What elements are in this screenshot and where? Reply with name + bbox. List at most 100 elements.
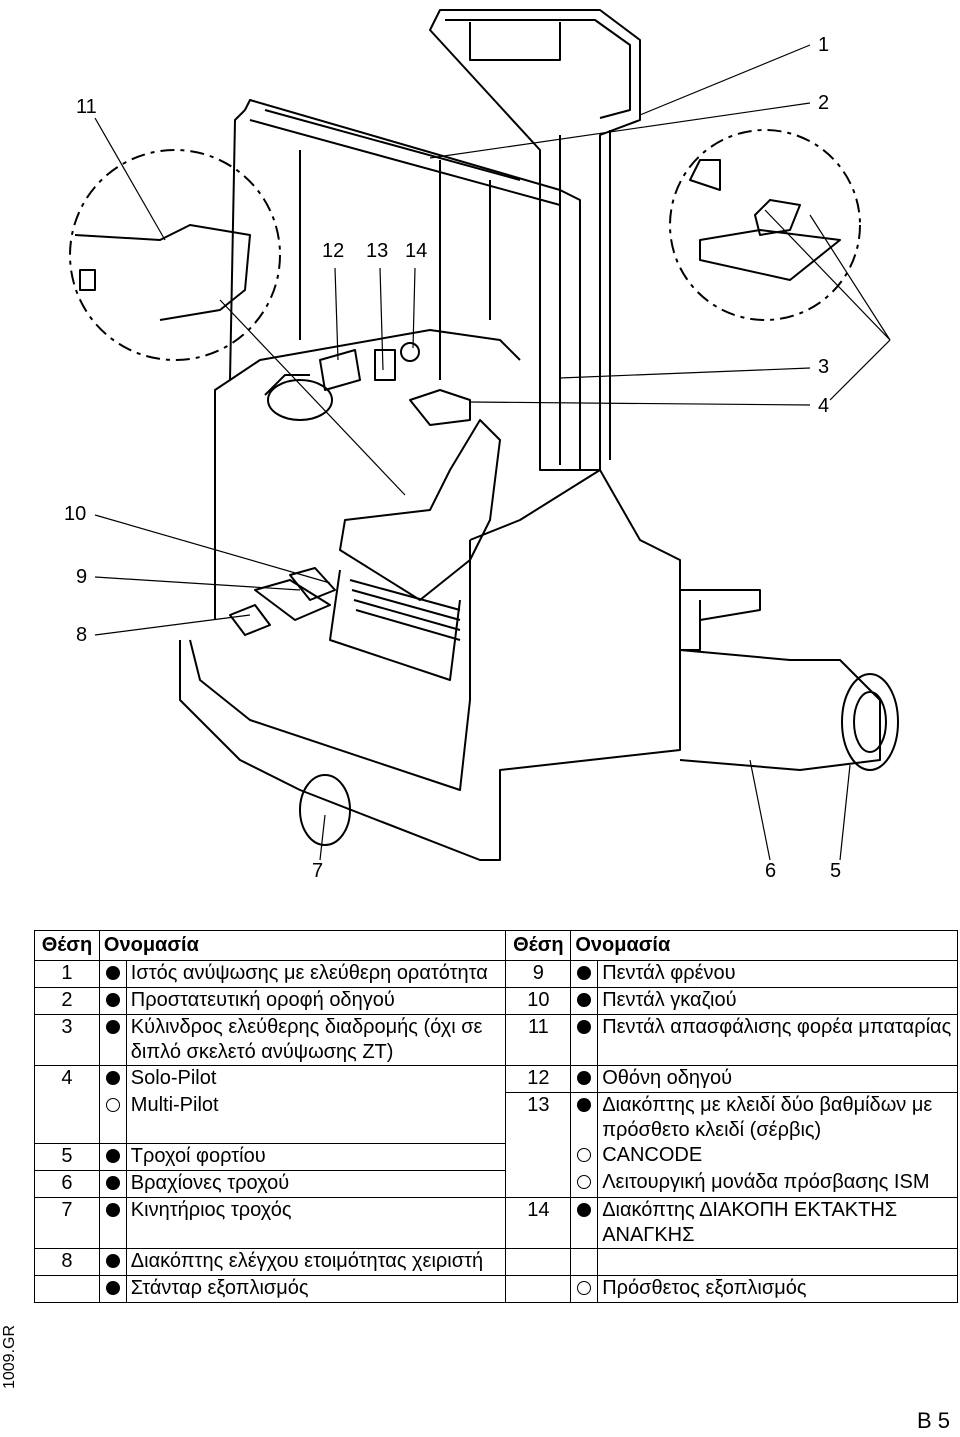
marker-cell <box>570 1092 599 1143</box>
marker-cell <box>98 960 127 988</box>
callout-4: 4 <box>818 395 830 417</box>
position-cell: 12 <box>505 1065 572 1093</box>
position-cell: 1 <box>34 960 100 988</box>
position-cell: 10 <box>505 987 572 1015</box>
marker-cell <box>570 1197 599 1249</box>
filled-circle-icon <box>105 1202 120 1217</box>
position-cell <box>505 1275 572 1303</box>
filled-circle-icon <box>577 1020 592 1034</box>
filled-circle-icon <box>105 1020 120 1034</box>
callout-14: 14 <box>405 240 428 262</box>
table-row: Στάνταρ εξοπλισμός Πρόσθετος εξοπλισμός <box>34 1275 958 1303</box>
name-cell: Πεντάλ φρένου <box>597 960 958 988</box>
name-cell: Πεντάλ γκαζιού <box>597 987 958 1015</box>
marker-cell <box>570 1248 599 1276</box>
position-cell: 13 <box>505 1092 572 1143</box>
marker-cell <box>98 1170 127 1198</box>
table-row: 3 Κύλινδρος ελεύθερης διαδρομής (όχι σε δ… <box>34 1014 958 1066</box>
position-cell: 4 <box>34 1065 100 1093</box>
filled-circle-icon <box>105 1148 120 1163</box>
callout-7: 7 <box>312 860 324 882</box>
hollow-circle-icon <box>577 1280 592 1295</box>
filled-circle-icon <box>577 1098 592 1112</box>
filled-circle-icon <box>105 1253 120 1268</box>
position-cell <box>34 1092 100 1144</box>
filled-circle-icon <box>105 993 120 1007</box>
position-cell: 11 <box>505 1014 572 1066</box>
name-cell: Πεντάλ απασφάλισης φορέα μπαταρίας <box>597 1014 958 1066</box>
hollow-circle-icon <box>105 1097 120 1112</box>
callout-8: 8 <box>76 624 88 646</box>
name-cell: Διακόπτης ΔΙΑΚΟΠΗ ΕΚΤΑΚΤΗΣ ΑΝΑΓΚΗΣ <box>597 1197 958 1249</box>
name-cell: Κύλινδρος ελεύθερης διαδρομής (όχι σε δι… <box>125 1014 507 1066</box>
position-cell: 14 <box>505 1197 572 1249</box>
name-cell: Οθόνη οδηγού <box>597 1065 958 1093</box>
page-number: B 5 <box>916 1408 950 1433</box>
name-cell: Κινητήριος τροχός <box>125 1197 507 1249</box>
marker-cell <box>98 1065 127 1093</box>
callout-3: 3 <box>818 356 830 378</box>
name-cell: Solo-Pilot <box>125 1065 507 1093</box>
marker-cell <box>98 987 127 1015</box>
position-cell: 6 <box>34 1170 100 1198</box>
filled-circle-icon <box>577 1071 592 1085</box>
name-cell: Ιστός ανύψωσης με ελεύθερη ορατότητα <box>125 960 507 988</box>
position-cell <box>34 1275 100 1303</box>
marker-cell <box>570 987 599 1015</box>
marker-cell <box>570 1143 599 1170</box>
name-cell: Διακόπτης ελέγχου ετοιμότητας χειριστή <box>125 1248 507 1276</box>
name-cell: Διακόπτης με κλειδί δύο βαθμίδων με πρόσ… <box>597 1092 958 1143</box>
forklift-illustration: 1 2 3 4 5 6 7 8 9 10 11 12 13 14 <box>64 9 899 882</box>
document-code: 1009.GR <box>1 1324 19 1390</box>
marker-cell <box>570 1065 599 1093</box>
name-cell: Multi-Pilot <box>125 1092 507 1144</box>
table-row: 8 Διακόπτης ελέγχου ετοιμότητας χειριστή <box>34 1248 958 1276</box>
marker-cell <box>98 1197 127 1249</box>
filled-circle-icon <box>577 1202 592 1217</box>
name-cell: Στάνταρ εξοπλισμός <box>125 1275 507 1303</box>
marker-cell <box>570 1170 599 1198</box>
marker-cell <box>570 1014 599 1066</box>
header-name-2: Ονομασία <box>570 930 958 961</box>
marker-cell <box>98 1092 127 1144</box>
name-cell <box>597 1248 958 1276</box>
header-position-1: Θέση <box>34 930 100 961</box>
callout-2: 2 <box>818 92 830 114</box>
position-cell: 8 <box>34 1248 100 1276</box>
header-name-1: Ονομασία <box>98 930 507 961</box>
position-cell: 3 <box>34 1014 100 1066</box>
filled-circle-icon <box>577 966 592 980</box>
table-row: 6 Βραχίονες τροχού Λειτουργική μονάδα πρόσ… <box>34 1170 958 1198</box>
marker-cell <box>98 1143 127 1171</box>
position-cell: 5 <box>34 1143 100 1171</box>
position-cell: 2 <box>34 987 100 1015</box>
name-cell: CANCODE <box>597 1143 958 1170</box>
header-position-2: Θέση <box>505 930 572 961</box>
marker-cell <box>570 1275 599 1303</box>
hollow-circle-icon <box>577 1175 592 1189</box>
parts-table: Θέση Ονομασία Θέση Ονομασία 1 Ιστός ανύψω… <box>34 930 958 1303</box>
position-cell: 9 <box>505 960 572 988</box>
callout-5: 5 <box>830 860 842 882</box>
filled-circle-icon <box>105 1175 120 1190</box>
name-cell: Λειτουργική μονάδα πρόσβασης ISM <box>597 1170 958 1198</box>
name-cell: Βραχίονες τροχού <box>125 1170 507 1198</box>
table-header-row: Θέση Ονομασία Θέση Ονομασία <box>34 930 958 961</box>
callout-13: 13 <box>366 240 389 262</box>
marker-cell <box>98 1248 127 1276</box>
callout-11: 11 <box>76 96 97 118</box>
callout-10: 10 <box>64 503 87 525</box>
position-cell <box>505 1248 572 1276</box>
position-cell <box>505 1170 572 1198</box>
name-cell: Πρόσθετος εξοπλισμός <box>597 1275 958 1303</box>
marker-cell <box>98 1275 127 1303</box>
filled-circle-icon <box>577 993 592 1007</box>
marker-cell <box>570 960 599 988</box>
parts-table-wrapper: Θέση Ονομασία Θέση Ονομασία 1 Ιστός ανύψω… <box>34 930 958 1303</box>
